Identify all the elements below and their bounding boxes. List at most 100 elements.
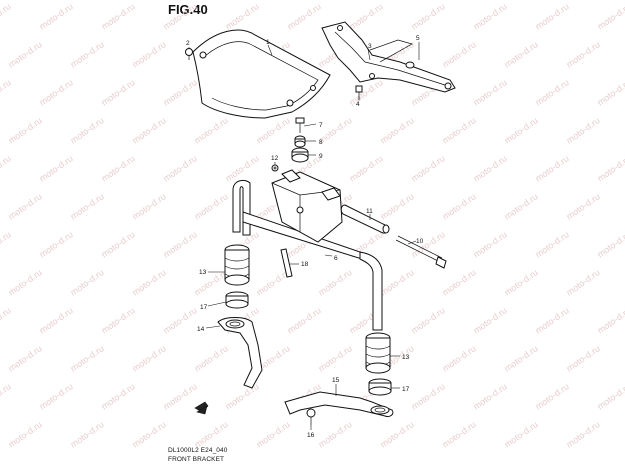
watermark-text: moto-d.ru	[6, 267, 43, 297]
watermark-text: moto-d.ru	[285, 305, 322, 335]
part-13-damper-lower	[365, 332, 391, 374]
watermark-text: moto-d.ru	[254, 419, 291, 449]
watermark-text: moto-d.ru	[130, 115, 167, 145]
watermark-text: moto-d.ru	[564, 419, 601, 449]
diagram-caption: FRONT BRACKET	[168, 456, 225, 463]
part-16-screw	[306, 408, 316, 425]
watermark-text: moto-d.ru	[440, 267, 477, 297]
watermark-text: moto-d.ru	[409, 305, 446, 335]
callout-3: 3	[368, 43, 372, 50]
watermark-text: moto-d.ru	[0, 153, 13, 183]
watermark-text: moto-d.ru	[99, 381, 136, 411]
watermark-text: moto-d.ru	[471, 77, 508, 107]
watermark-text: moto-d.ru	[6, 191, 43, 221]
watermark-text: moto-d.ru	[502, 39, 539, 69]
callout-4: 4	[356, 101, 360, 108]
watermark-text: moto-d.ru	[161, 1, 198, 31]
part-13-damper-upper	[224, 244, 250, 286]
callout-17-lower: 17	[402, 386, 410, 393]
figure-title: FIG.40	[168, 2, 208, 17]
watermark-text: moto-d.ru	[533, 381, 570, 411]
watermark-text: moto-d.ru	[316, 343, 353, 373]
watermark-text: moto-d.ru	[471, 229, 508, 259]
watermark-text: moto-d.ru	[99, 77, 136, 107]
watermark-text: moto-d.ru	[99, 1, 136, 31]
watermark-text: moto-d.ru	[192, 115, 229, 145]
watermark-text: moto-d.ru	[68, 115, 105, 145]
watermark-text: moto-d.ru	[533, 153, 570, 183]
watermark-text: moto-d.ru	[595, 77, 625, 107]
part-10-long-bolt	[395, 235, 447, 269]
callout-14: 14	[197, 326, 205, 333]
callout-11: 11	[366, 208, 373, 215]
part-9-cushion	[291, 147, 309, 163]
watermark-text: moto-d.ru	[502, 343, 539, 373]
watermark-text: moto-d.ru	[378, 191, 415, 221]
watermark-text: moto-d.ru	[471, 381, 508, 411]
watermark-text: moto-d.ru	[564, 343, 601, 373]
watermark-text: moto-d.ru	[564, 39, 601, 69]
callout-12: 12	[271, 155, 279, 162]
part-8-collar	[294, 135, 306, 148]
watermark-text: moto-d.ru	[161, 77, 198, 107]
callout-5: 5	[416, 35, 420, 42]
watermark-text: moto-d.ru	[378, 419, 415, 449]
watermark-text: moto-d.ru	[37, 229, 74, 259]
part-14-bracket-left	[217, 317, 263, 389]
watermark-text: moto-d.ru	[161, 229, 198, 259]
watermark-text: moto-d.ru	[533, 305, 570, 335]
watermark-text: moto-d.ru	[0, 77, 13, 107]
watermark-text: moto-d.ru	[68, 267, 105, 297]
watermark-text: moto-d.ru	[37, 1, 74, 31]
watermark-text: moto-d.ru	[440, 39, 477, 69]
watermark-text: moto-d.ru	[130, 267, 167, 297]
callout-13-upper: 13	[199, 269, 207, 276]
watermark-text: moto-d.ru	[68, 39, 105, 69]
watermark-text: moto-d.ru	[0, 381, 13, 411]
watermark-text: moto-d.ru	[6, 39, 43, 69]
watermark-text: moto-d.ru	[471, 153, 508, 183]
watermark-text: moto-d.ru	[564, 115, 601, 145]
watermark-text: moto-d.ru	[223, 153, 260, 183]
watermark-text: moto-d.ru	[0, 1, 13, 31]
part-15-bracket-right	[284, 391, 394, 417]
watermark-text: moto-d.ru	[347, 1, 384, 31]
callout-9: 9	[319, 153, 323, 160]
watermark-text: moto-d.ru	[347, 77, 384, 107]
callout-13-lower: 13	[402, 354, 410, 361]
model-code: DL1000L2 E24_040	[168, 447, 228, 454]
watermark-text: moto-d.ru	[378, 267, 415, 297]
watermark-text: moto-d.ru	[192, 419, 229, 449]
watermark-text: moto-d.ru	[6, 115, 43, 145]
callout-15: 15	[332, 377, 340, 384]
watermark-text: moto-d.ru	[595, 305, 625, 335]
watermark-text: moto-d.ru	[0, 305, 13, 335]
watermark-text: moto-d.ru	[471, 305, 508, 335]
watermark-text: moto-d.ru	[37, 305, 74, 335]
watermark-text: moto-d.ru	[564, 191, 601, 221]
watermark-text: moto-d.ru	[409, 153, 446, 183]
watermark-text: moto-d.ru	[409, 1, 446, 31]
watermark-text: moto-d.ru	[68, 191, 105, 221]
watermark-text: moto-d.ru	[68, 419, 105, 449]
part-6-front-bracket	[232, 169, 390, 331]
watermark-text: moto-d.ru	[223, 1, 260, 31]
watermark-text: moto-d.ru	[192, 343, 229, 373]
watermark-text: moto-d.ru	[316, 419, 353, 449]
watermark-text: moto-d.ru	[440, 191, 477, 221]
watermark-text: moto-d.ru	[378, 115, 415, 145]
watermark-text: moto-d.ru	[285, 1, 322, 31]
watermark-text: moto-d.ru	[99, 153, 136, 183]
callout-10: 10	[416, 238, 424, 245]
watermark-text: moto-d.ru	[533, 1, 570, 31]
watermark-text: moto-d.ru	[161, 153, 198, 183]
callout-18: 18	[301, 261, 309, 268]
part-18-pin	[280, 248, 293, 278]
watermark-text: moto-d.ru	[130, 419, 167, 449]
part-2-screw	[185, 48, 193, 60]
part-17-spacer-upper	[225, 291, 249, 309]
watermark-text: moto-d.ru	[0, 229, 13, 259]
watermark-text: moto-d.ru	[347, 153, 384, 183]
watermark-text: moto-d.ru	[192, 191, 229, 221]
